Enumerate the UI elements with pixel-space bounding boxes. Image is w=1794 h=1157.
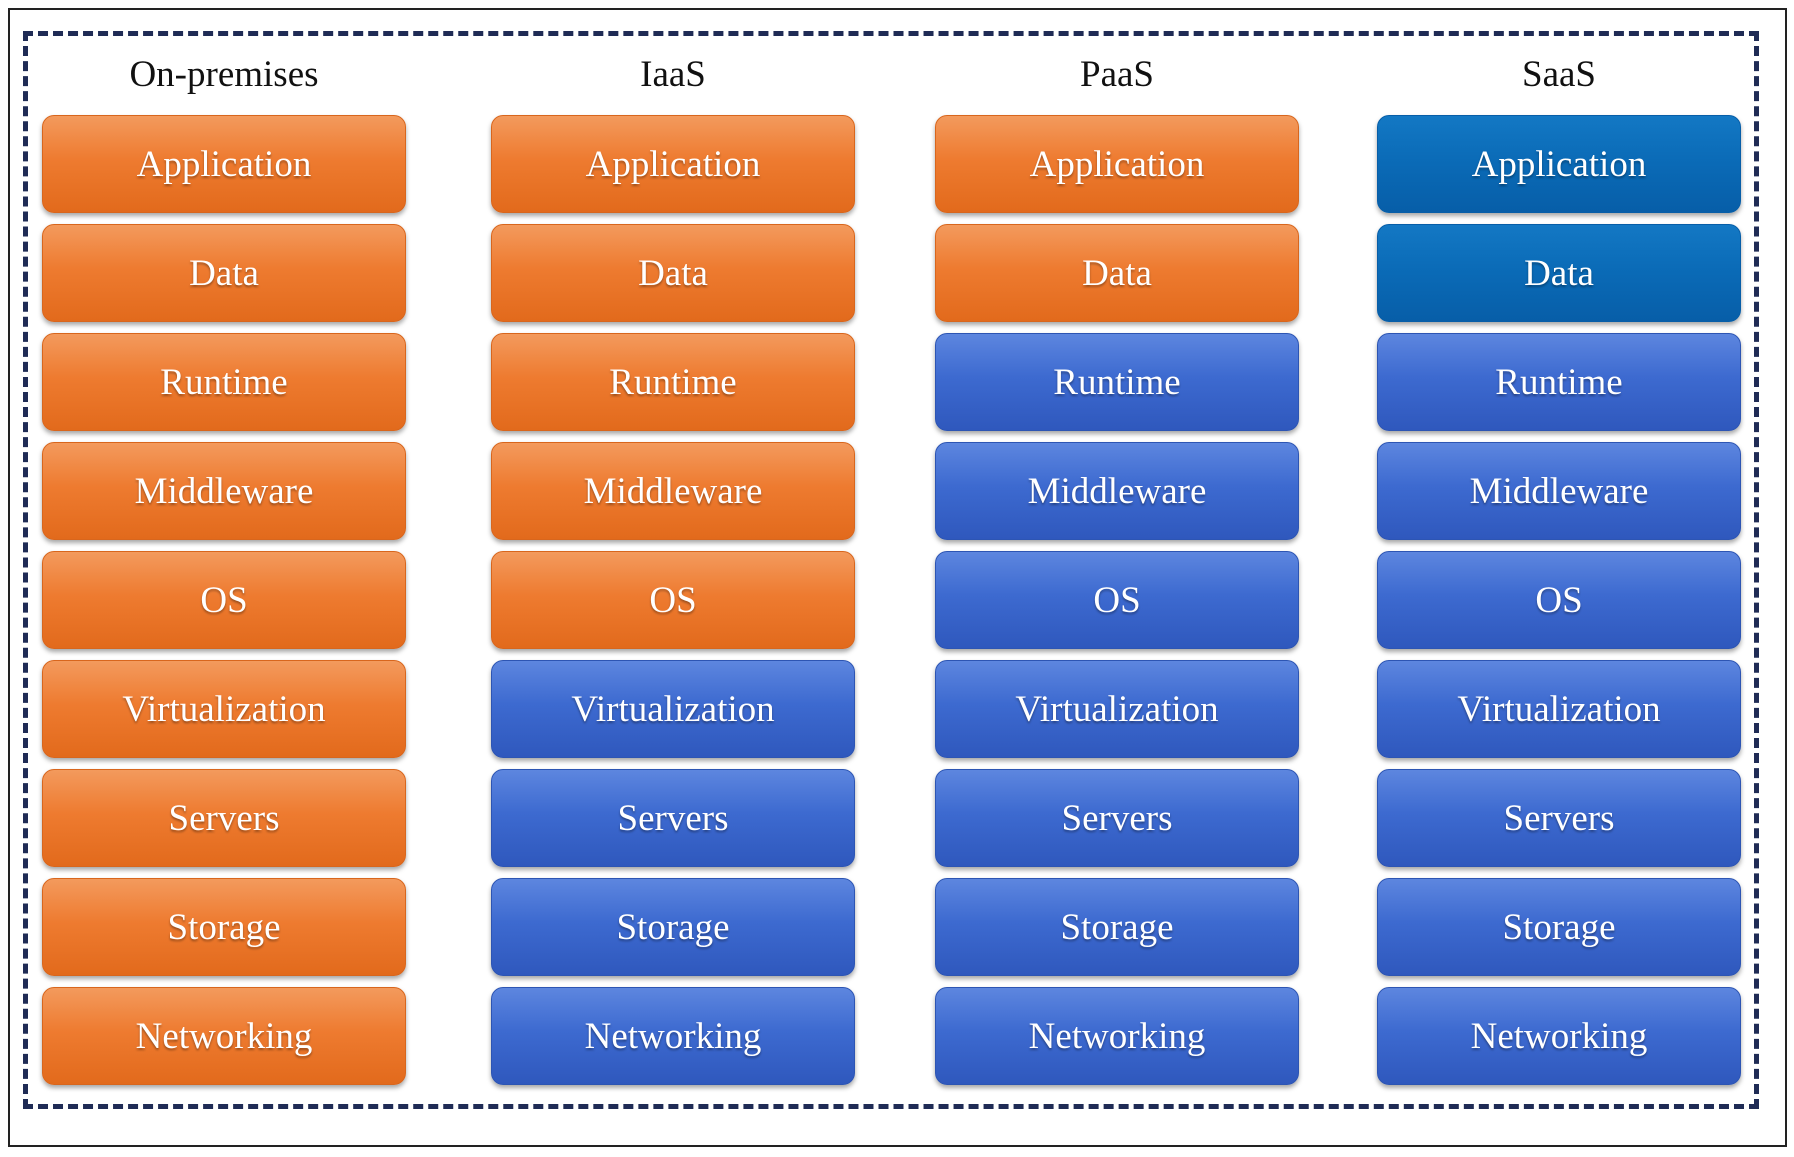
layer-label: Data [189, 252, 259, 294]
column-title: SaaS [1522, 54, 1596, 95]
layer-middleware: Middleware [935, 442, 1299, 540]
layer-application: Application [42, 115, 406, 213]
layer-servers: Servers [42, 769, 406, 867]
layer-label: Networking [135, 1015, 313, 1057]
layer-data: Data [935, 224, 1299, 322]
layer-middleware: Middleware [42, 442, 406, 540]
layer-networking: Networking [491, 987, 855, 1085]
column-title: On-premises [129, 54, 319, 95]
layer-virtualization: Virtualization [42, 660, 406, 758]
layer-label: Virtualization [571, 688, 775, 730]
column-title: PaaS [1080, 54, 1154, 95]
layer-label: Storage [616, 906, 730, 948]
layer-label: Networking [1028, 1015, 1206, 1057]
layer-label: Runtime [160, 361, 288, 403]
layer-label: Virtualization [122, 688, 326, 730]
layer-application: Application [935, 115, 1299, 213]
layer-virtualization: Virtualization [935, 660, 1299, 758]
layer-application: Application [1377, 115, 1741, 213]
layer-data: Data [42, 224, 406, 322]
layer-label: OS [1535, 579, 1583, 621]
layer-label: OS [649, 579, 697, 621]
layer-storage: Storage [1377, 878, 1741, 976]
layer-runtime: Runtime [1377, 333, 1741, 431]
layer-label: Virtualization [1015, 688, 1219, 730]
layer-label: Runtime [609, 361, 737, 403]
layer-os: OS [935, 551, 1299, 649]
layer-os: OS [42, 551, 406, 649]
layer-label: Application [1029, 143, 1205, 185]
layer-virtualization: Virtualization [1377, 660, 1741, 758]
layer-storage: Storage [935, 878, 1299, 976]
layer-label: Servers [617, 797, 729, 839]
layer-application: Application [491, 115, 855, 213]
layer-label: Data [1524, 252, 1594, 294]
layer-runtime: Runtime [935, 333, 1299, 431]
layer-runtime: Runtime [491, 333, 855, 431]
layer-label: Middleware [1027, 470, 1207, 512]
layer-label: OS [200, 579, 248, 621]
layer-label: Runtime [1053, 361, 1181, 403]
column-title: IaaS [640, 54, 706, 95]
layer-label: Virtualization [1457, 688, 1661, 730]
layer-label: Storage [1502, 906, 1616, 948]
layer-servers: Servers [1377, 769, 1741, 867]
layer-networking: Networking [42, 987, 406, 1085]
layer-label: Middleware [583, 470, 763, 512]
layer-label: Application [136, 143, 312, 185]
layer-label: Runtime [1495, 361, 1623, 403]
layer-runtime: Runtime [42, 333, 406, 431]
layer-label: Servers [1503, 797, 1615, 839]
layer-servers: Servers [935, 769, 1299, 867]
layer-os: OS [491, 551, 855, 649]
layer-networking: Networking [1377, 987, 1741, 1085]
diagram-dashed-border [23, 31, 1759, 1109]
layer-label: Storage [1060, 906, 1174, 948]
layer-label: Middleware [134, 470, 314, 512]
layer-storage: Storage [491, 878, 855, 976]
layer-label: Middleware [1469, 470, 1649, 512]
layer-label: Data [638, 252, 708, 294]
layer-label: Application [1471, 143, 1647, 185]
layer-label: Storage [167, 906, 281, 948]
layer-networking: Networking [935, 987, 1299, 1085]
layer-label: Data [1082, 252, 1152, 294]
layer-os: OS [1377, 551, 1741, 649]
layer-label: Networking [1470, 1015, 1648, 1057]
layer-virtualization: Virtualization [491, 660, 855, 758]
layer-data: Data [1377, 224, 1741, 322]
layer-label: Application [585, 143, 761, 185]
layer-label: Servers [168, 797, 280, 839]
layer-servers: Servers [491, 769, 855, 867]
layer-data: Data [491, 224, 855, 322]
layer-storage: Storage [42, 878, 406, 976]
layer-label: Servers [1061, 797, 1173, 839]
layer-label: Networking [584, 1015, 762, 1057]
layer-middleware: Middleware [1377, 442, 1741, 540]
layer-label: OS [1093, 579, 1141, 621]
layer-middleware: Middleware [491, 442, 855, 540]
